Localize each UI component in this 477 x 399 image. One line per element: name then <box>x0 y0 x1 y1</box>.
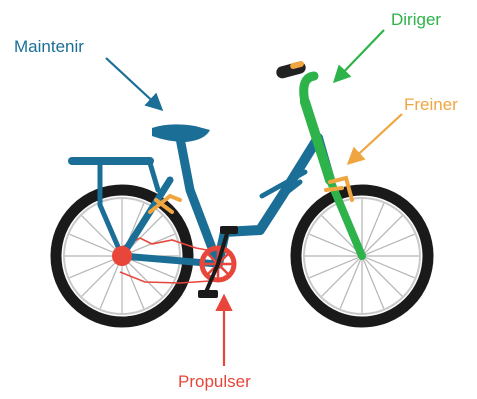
diriger-arrow <box>336 30 384 80</box>
label-diriger: Diriger <box>391 11 441 28</box>
freiner-arrow <box>350 114 402 162</box>
label-maintenir: Maintenir <box>14 38 84 55</box>
label-freiner: Freiner <box>404 96 458 113</box>
handlebar-grip <box>275 60 307 79</box>
label-propulser: Propulser <box>178 373 251 390</box>
maintenir-arrow <box>106 58 160 108</box>
rear-sprocket <box>112 246 132 266</box>
saddle <box>152 124 210 142</box>
